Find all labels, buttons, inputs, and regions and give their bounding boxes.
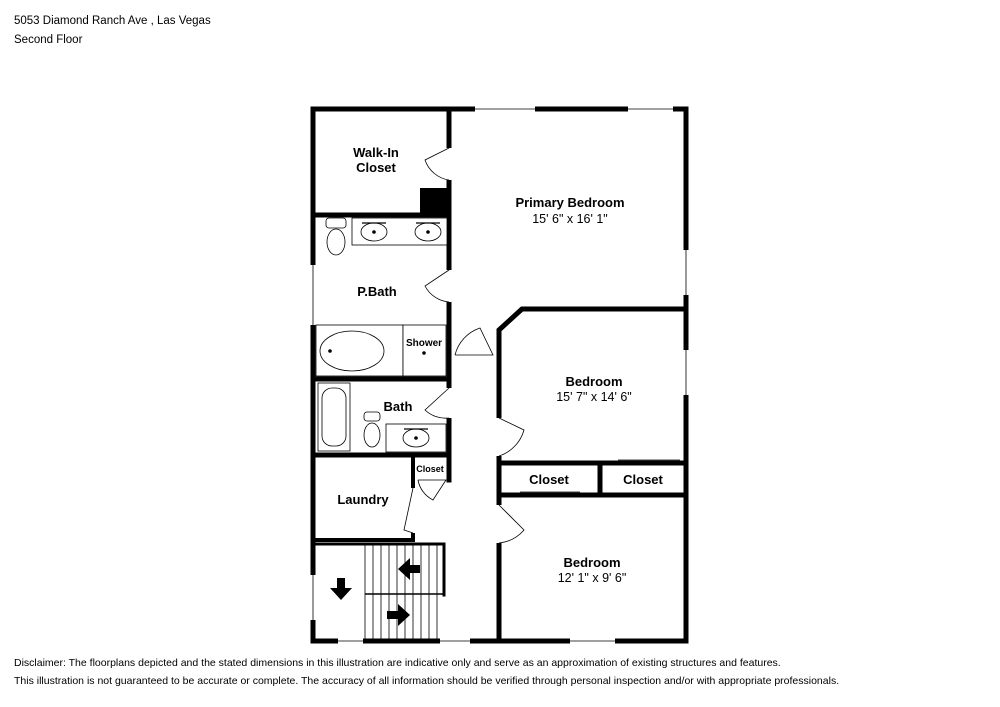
bedroom-2-dims: 15' 7" x 14' 6" xyxy=(556,390,632,404)
toilet-bowl xyxy=(363,422,381,448)
bathtub-basin xyxy=(321,387,347,447)
windows xyxy=(310,106,689,644)
arrow-left-icon xyxy=(398,558,420,580)
primary-bedroom-label: Primary Bedroom xyxy=(515,195,624,210)
p-bath-label: P.Bath xyxy=(357,284,397,299)
arrow-right-icon xyxy=(387,604,410,626)
mechanical-block xyxy=(420,188,447,215)
toilet-tank xyxy=(363,411,381,422)
door-swing xyxy=(403,487,414,534)
door-swing xyxy=(498,504,525,544)
staircase xyxy=(364,544,444,641)
walk-in-closet-label: Closet xyxy=(356,160,396,175)
toilet-bowl xyxy=(326,228,346,256)
hall-closet-label: Closet xyxy=(416,464,444,474)
floor-label: Second Floor xyxy=(14,34,83,46)
bedroom-3-label: Bedroom xyxy=(563,555,620,570)
bedroom-2-label: Bedroom xyxy=(565,374,622,389)
door-swing xyxy=(454,327,494,356)
door-swing xyxy=(417,479,447,501)
stair-arrows xyxy=(330,558,420,626)
toilet-tank xyxy=(325,217,347,229)
arrow-down-icon xyxy=(330,578,352,600)
bedroom-3-dims: 12' 1" x 9' 6" xyxy=(558,571,627,585)
walk-in-closet-label: Walk-In xyxy=(353,145,399,160)
disclaimer-line-1: Disclaimer: The floorplans depicted and … xyxy=(14,657,781,669)
bath-label: Bath xyxy=(384,399,413,414)
closet-a-label: Closet xyxy=(529,472,569,487)
door-swing xyxy=(424,147,450,181)
doors xyxy=(403,147,680,544)
primary-bedroom-dims: 15' 6" x 16' 1" xyxy=(532,212,608,226)
disclaimer-line-2: This illustration is not guaranteed to b… xyxy=(14,675,840,687)
laundry-label: Laundry xyxy=(337,492,389,507)
shower-stall xyxy=(402,324,447,377)
door-swing xyxy=(424,269,450,303)
shower-label: Shower xyxy=(406,338,442,349)
door-swing xyxy=(498,417,525,457)
closet-b-label: Closet xyxy=(623,472,663,487)
door-swing xyxy=(424,387,450,419)
tub xyxy=(319,330,385,372)
address-label: 5053 Diamond Ranch Ave , Las Vegas xyxy=(14,15,211,27)
fixtures xyxy=(315,217,448,453)
wall xyxy=(496,306,689,643)
